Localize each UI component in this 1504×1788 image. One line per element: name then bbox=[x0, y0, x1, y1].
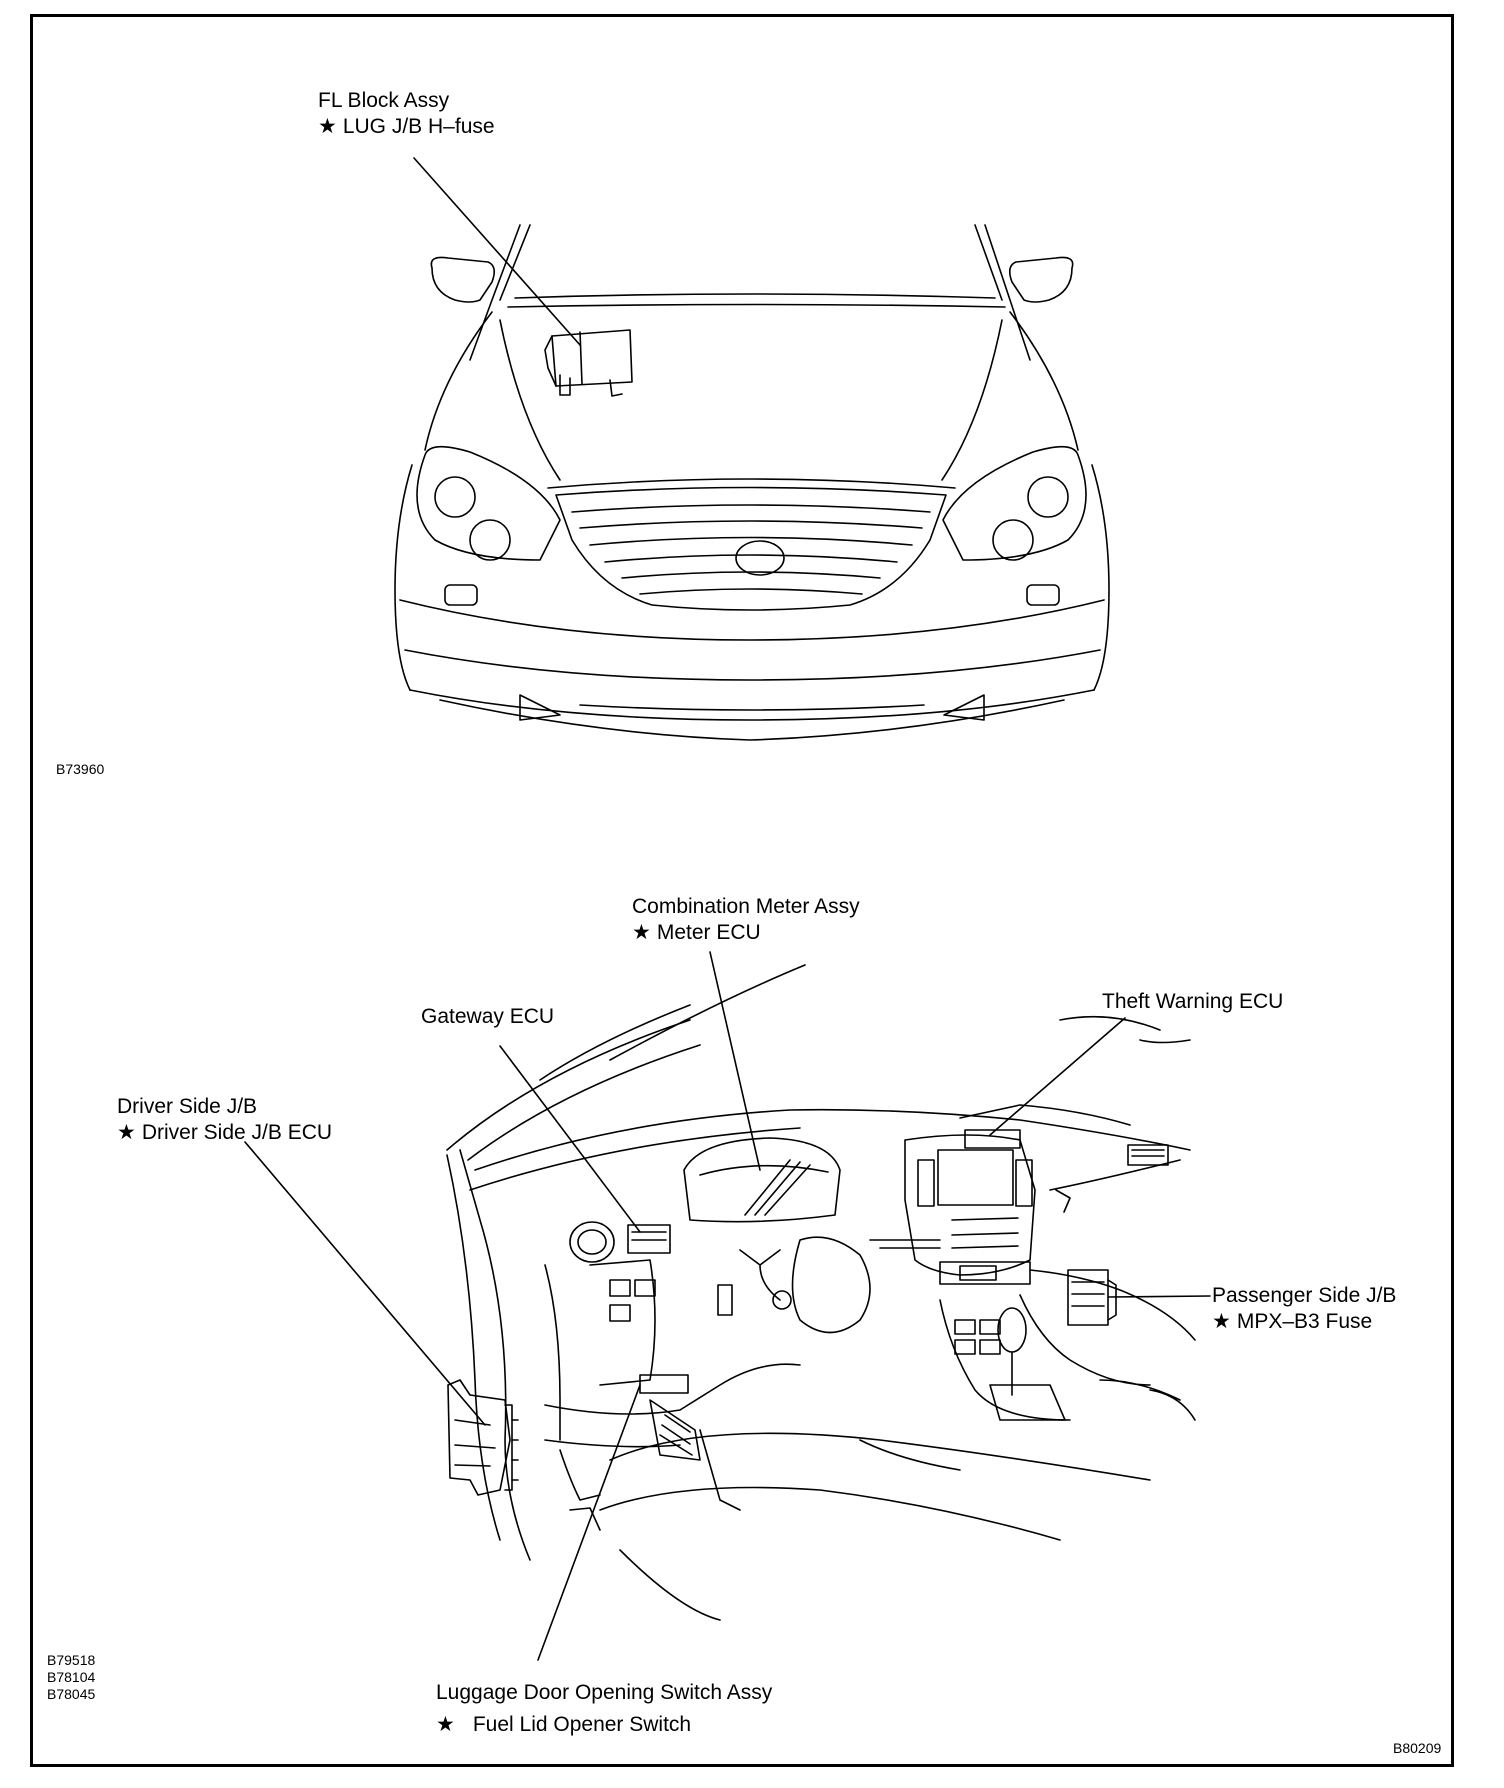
passenger-side-jb-label: Passenger Side J/B ★MPX–B3 Fuse bbox=[1212, 1284, 1397, 1333]
theft-warning-ecu-label: Theft Warning ECU bbox=[1102, 990, 1284, 1013]
interior-view bbox=[244, 951, 1211, 1661]
fuel-lid-switch-part bbox=[639, 1374, 689, 1394]
driver-side-jb-part bbox=[447, 1379, 519, 1496]
navigation-screen bbox=[937, 1149, 1014, 1206]
left-headlight bbox=[416, 445, 561, 561]
star-icon: ★ bbox=[632, 921, 651, 944]
star-icon: ★ bbox=[1212, 1310, 1231, 1333]
driver-side-jb-label: Driver Side J/B ★Driver Side J/B ECU bbox=[117, 1095, 333, 1144]
car-front-view bbox=[394, 157, 1110, 741]
fl-block-leader bbox=[413, 157, 581, 346]
combination-meter bbox=[683, 1137, 841, 1223]
figure-code-list: B79518 B78104 B78045 bbox=[47, 1652, 95, 1703]
figure-code-b78045: B78045 bbox=[47, 1686, 96, 1702]
combination-meter-label: Combination Meter Assy ★Meter ECU bbox=[632, 895, 860, 944]
star-icon: ★ bbox=[318, 115, 337, 138]
star-icon: ★ bbox=[117, 1121, 136, 1144]
figure-code-b78104: B78104 bbox=[47, 1669, 96, 1685]
diagram-frame bbox=[30, 14, 1454, 1767]
right-mirror bbox=[1008, 256, 1074, 303]
right-headlight bbox=[942, 445, 1087, 561]
gateway-ecu-part bbox=[627, 1224, 671, 1254]
figure-code-b73960: B73960 bbox=[56, 761, 105, 777]
fl-block-assy-part bbox=[544, 329, 633, 397]
figure-code-b80209: B80209 bbox=[1393, 1740, 1442, 1756]
combination-meter-leader bbox=[709, 951, 761, 1171]
driver-side-jb-leader bbox=[244, 1141, 486, 1426]
gateway-ecu-label: Gateway ECU bbox=[421, 1005, 555, 1028]
theft-warning-ecu-part bbox=[964, 1129, 1021, 1149]
gateway-ecu-leader bbox=[499, 1045, 641, 1233]
star-icon: ★ bbox=[436, 1713, 455, 1736]
fuel-lid-switch-leader bbox=[537, 1384, 641, 1661]
passenger-side-jb-leader bbox=[1107, 1295, 1211, 1298]
left-mirror bbox=[430, 256, 496, 303]
figure-code-b79518: B79518 bbox=[47, 1652, 96, 1668]
emblem bbox=[735, 540, 785, 576]
theft-warning-ecu-leader bbox=[989, 1017, 1126, 1136]
fl-block-assy-label: FL Block Assy ★LUG J/B H–fuse bbox=[318, 89, 495, 138]
luggage-door-switch-label: Luggage Door Opening Switch Assy ★Fuel L… bbox=[436, 1681, 773, 1736]
front-grille bbox=[555, 486, 947, 611]
